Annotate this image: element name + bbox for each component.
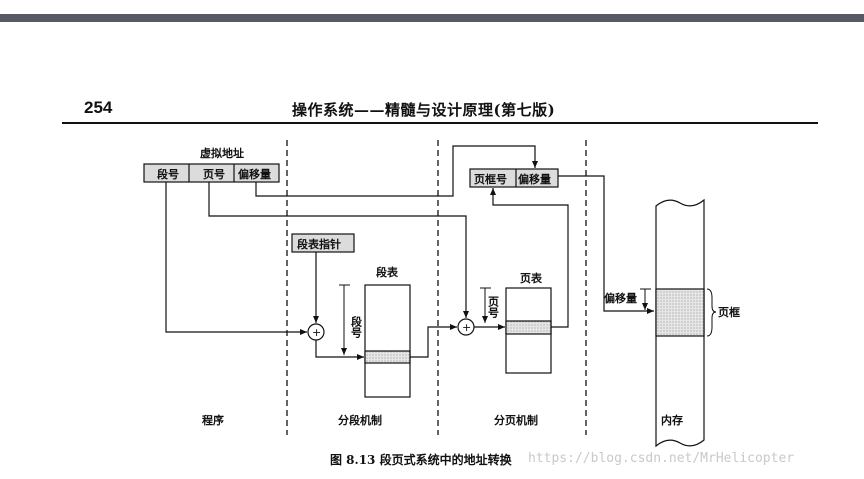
segment-number-axis — [339, 284, 350, 355]
page-table-label: 页表 — [520, 271, 543, 285]
page-adder: + — [457, 318, 475, 336]
pa-frame-number: 页框号 — [474, 172, 507, 186]
header-rule — [62, 122, 818, 124]
page-frame-brace — [706, 288, 717, 337]
page-table — [505, 287, 552, 374]
pagenum-to-adder — [208, 182, 469, 318]
page-number-axis — [480, 287, 491, 323]
page-table-entry — [505, 320, 552, 335]
segment-table-entry — [364, 350, 411, 364]
flow-lines — [165, 145, 654, 360]
va-segment-number: 段号 — [157, 167, 179, 181]
page-adder-symbol: + — [462, 321, 471, 334]
offset-to-physical-offset — [255, 145, 538, 197]
page-frame-label: 页框 — [718, 305, 740, 319]
pa-offset: 偏移量 — [518, 172, 551, 186]
section-dividers — [286, 140, 587, 435]
page-number: 254 — [84, 98, 113, 117]
segnum-to-adder — [165, 182, 307, 335]
segment-table-pointer-box: 段表指针 — [291, 233, 355, 253]
section-program: 程序 — [202, 413, 224, 427]
segment-table-pointer-label: 段表指针 — [297, 237, 341, 251]
page-frame — [655, 288, 705, 337]
page-number-axis-label: 页号 — [487, 296, 500, 319]
physical-address-box: 页框号 偏移量 — [469, 168, 559, 188]
section-segmentation: 分段机制 — [338, 413, 382, 427]
section-paging: 分页机制 — [494, 413, 538, 427]
virtual-address-box: 段号 页号 偏移量 — [143, 163, 280, 183]
segment-adder: + — [307, 323, 325, 341]
main-memory — [655, 198, 705, 448]
memory-offset-axis — [640, 288, 651, 310]
section-memory: 内存 — [661, 413, 683, 427]
segment-table — [364, 284, 411, 398]
watermark: https://blog.csdn.net/MrHelicopter — [528, 451, 795, 466]
segment-adder-symbol: + — [312, 326, 321, 339]
virtual-address-title: 虚拟地址 — [200, 146, 244, 160]
va-offset: 偏移量 — [238, 167, 271, 181]
page-entry-to-frame-number — [490, 188, 569, 328]
top-bar — [0, 14, 864, 22]
book-title: 操作系统——精髓与设计原理(第七版) — [292, 101, 556, 119]
physical-address-to-memory — [558, 175, 654, 314]
memory-offset-label: 偏移量 — [604, 291, 637, 305]
segment-entry-to-page-adder — [410, 324, 457, 358]
figure-caption: 图 8.13 段页式系统中的地址转换 — [330, 453, 512, 467]
segment-number-axis-label: 段号 — [350, 315, 363, 339]
adder-to-segment-entry — [315, 340, 364, 360]
va-page-number: 页号 — [203, 168, 225, 181]
segment-table-label: 段表 — [376, 265, 399, 279]
